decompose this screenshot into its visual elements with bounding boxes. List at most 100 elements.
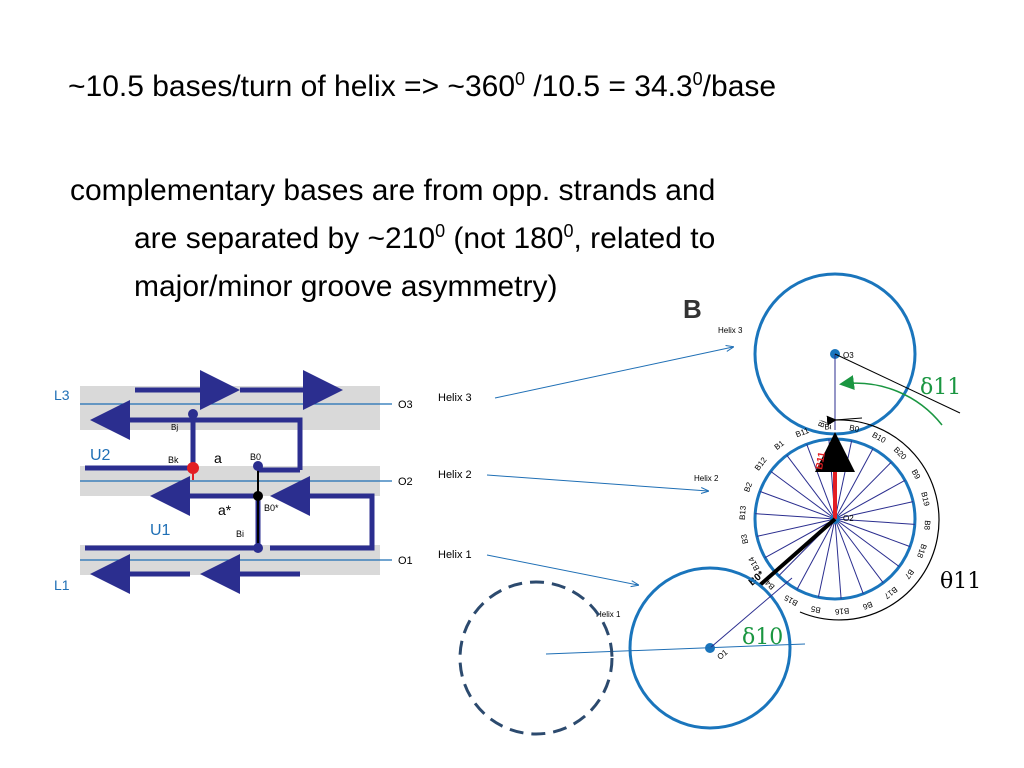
node-Bi [253, 543, 263, 553]
base-label-b14: B14 [746, 555, 761, 572]
label-helix3: Helix 3 [438, 392, 472, 404]
spoke-b14 [764, 518, 836, 559]
para-line-2c: , related to [573, 222, 716, 255]
label-Bk: Bk [168, 455, 179, 465]
spoke-b18 [834, 518, 911, 548]
node-B0 [253, 461, 263, 471]
degree-sup-4: 0 [563, 221, 574, 241]
spoke-b1 [786, 454, 836, 520]
label-O1-left: O1 [398, 555, 413, 567]
label-B11-red: B11 [814, 451, 828, 471]
label-helix1: Helix 1 [438, 549, 472, 561]
helix1-axis-line [545, 643, 806, 655]
right-helix-diagram: B O3 Helix 3 O2 Helix 2 B11 B0* B0B10B20… [458, 272, 981, 736]
base-label-b15: B15 [782, 593, 799, 608]
spoke-b9 [834, 479, 906, 520]
label-delta10: δ10 [742, 625, 783, 650]
spoke-b20 [834, 461, 892, 520]
theta11-arc [799, 419, 940, 621]
helix1-radius [709, 577, 793, 649]
strand-U1-right-loop [270, 476, 375, 551]
spoke-b0 [834, 440, 853, 520]
label-Bj-left: Bj [171, 423, 178, 432]
band-L3 [80, 386, 380, 430]
label-helix2-small: Helix 2 [694, 474, 719, 483]
spoke-b2 [759, 490, 836, 520]
base-label-b3: B3 [739, 533, 750, 545]
helix2-spokes [755, 439, 915, 599]
base-label-b8: B8 [922, 520, 932, 531]
theta11-arrow-head [826, 415, 863, 426]
para-line-2: are separated by ~2100 (not 1800, relate… [70, 215, 870, 263]
base-label-b20: B20 [892, 445, 909, 462]
base-label-b5: B5 [810, 604, 822, 615]
label-L1: L1 [54, 577, 70, 593]
strand-U2-upper [90, 400, 303, 470]
label-helix2: Helix 2 [438, 469, 472, 481]
spoke-b7 [834, 518, 900, 568]
base-label-b17: B17 [882, 585, 899, 601]
degree-sup-2: 0 [692, 69, 703, 89]
spoke-b8 [834, 518, 915, 525]
label-delta11: δ11 [920, 375, 961, 400]
base-label-b13: B13 [738, 505, 748, 520]
label-Bi-left: Bi [236, 529, 244, 539]
spoke-b11 [806, 444, 836, 520]
para-line-1: complementary bases are from opp. strand… [70, 174, 716, 207]
base-label-bi: Bi [824, 422, 832, 432]
base-label-b18: B18 [915, 543, 929, 560]
label-B0-star-left: B0* [264, 503, 279, 513]
spoke-b17 [834, 518, 884, 584]
spoke-b5 [817, 518, 836, 598]
para-line-3: major/minor groove asymmetry) [134, 270, 558, 303]
base-label-b19: B19 [919, 491, 931, 507]
base-label-b2: B2 [742, 480, 754, 493]
label-a-star: a* [218, 502, 232, 518]
node-B0-star [253, 491, 263, 501]
dashed-helix-circle [458, 580, 614, 736]
headline-part-c: /base [702, 70, 777, 103]
label-U2: U2 [90, 447, 111, 464]
base-label-b7: B7 [902, 567, 915, 581]
helix1-circle [628, 566, 792, 730]
spoke-b10 [834, 448, 874, 520]
spoke-b19 [834, 501, 914, 520]
base-label-b6: B6 [861, 599, 874, 611]
B0-star-black-vector [758, 517, 837, 587]
pointer-helix3 [494, 347, 733, 399]
label-O2-left: O2 [398, 476, 413, 488]
base-label-b9: B9 [910, 468, 923, 481]
para-line-2a: are separated by ~210 [134, 222, 436, 255]
base-label-b10: B10 [870, 430, 887, 445]
label-L3: L3 [54, 387, 70, 403]
degree-sup-1: 0 [515, 69, 526, 89]
panel-label-B: B [683, 294, 702, 324]
node-Bj [188, 409, 198, 419]
pointer-helix2 [486, 474, 708, 491]
label-helix1-small: Helix 1 [596, 610, 621, 619]
base-label-b16: B16 [834, 606, 849, 616]
headline-text: ~10.5 bases/turn of helix => ~3600 /10.5… [68, 70, 776, 104]
spoke-b13 [755, 513, 836, 520]
label-O3-right: O3 [843, 351, 854, 360]
base-label-b0: B0 [848, 423, 860, 434]
pointer-helix1 [486, 554, 638, 585]
label-theta11: θ11 [940, 569, 981, 594]
spoke-b6 [834, 518, 864, 594]
label-O3-left: O3 [398, 399, 413, 411]
base-label-b12: B12 [753, 455, 769, 472]
para-line-2b: (not 180 [445, 222, 564, 255]
base-label-b11: B11 [794, 426, 810, 439]
delta11-reference-line [834, 353, 961, 414]
label-O2-right: O2 [843, 514, 854, 523]
label-B0-left: B0 [250, 452, 261, 462]
label-U1: U1 [150, 522, 171, 539]
label-a: a [214, 450, 222, 466]
label-O1-right: O1 [716, 647, 730, 661]
explanation-paragraph: complementary bases are from opp. strand… [70, 167, 870, 311]
degree-sup-3: 0 [435, 221, 446, 241]
label-helix3-small: Helix 3 [718, 326, 743, 335]
headline-part-a: ~10.5 bases/turn of helix => ~360 [68, 70, 515, 103]
spoke-b15 [796, 518, 836, 590]
